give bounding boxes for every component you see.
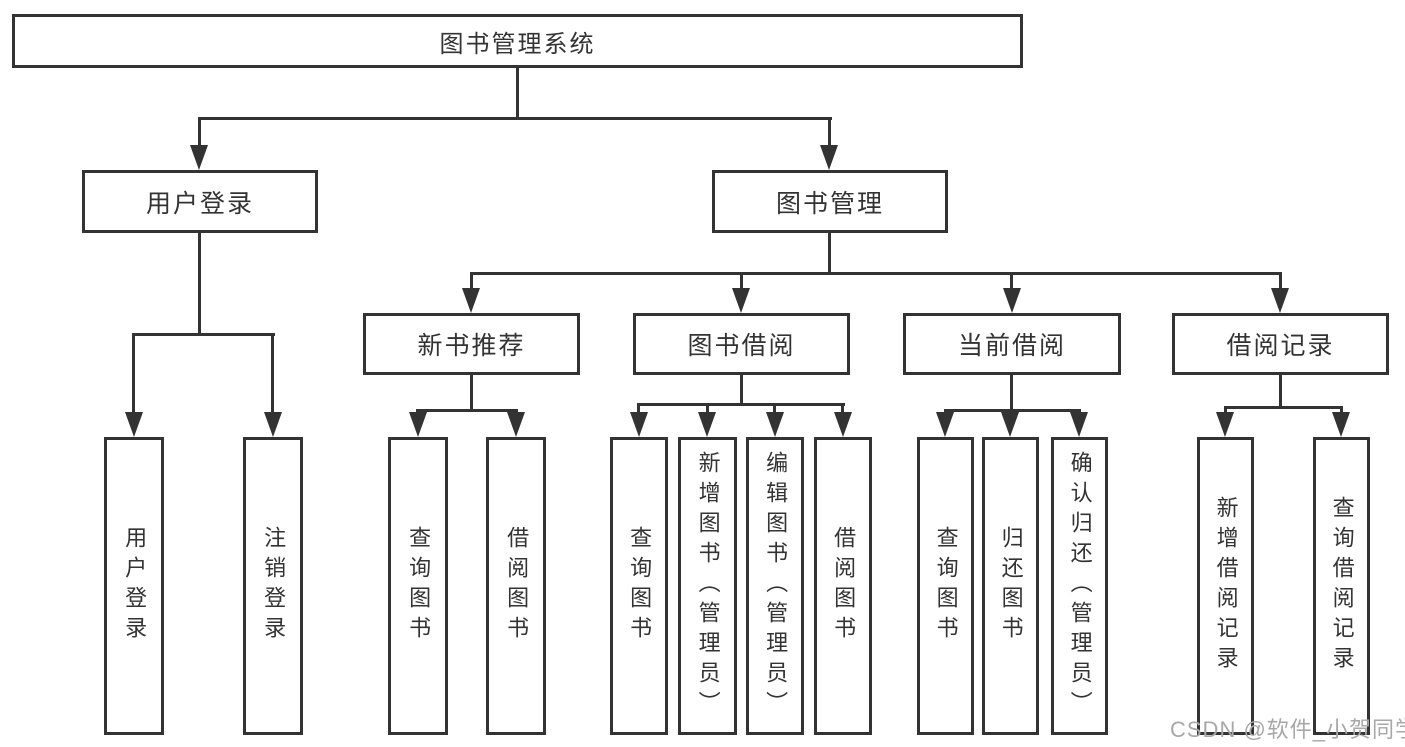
arrowhead-user-login-icon bbox=[190, 145, 208, 170]
leaf-add-books-admin-label: 新增图书（管理员） bbox=[695, 451, 721, 721]
arrowhead-query-borrowing-record-icon bbox=[1332, 412, 1350, 437]
connector-stem-book-borrowing bbox=[740, 272, 743, 290]
leaf-borrow-books-borrowing-label: 借阅图书 bbox=[831, 526, 857, 646]
connector-stem-borrowing-records bbox=[1279, 272, 1282, 290]
connector-stem-book-management bbox=[828, 117, 831, 147]
node-book-management-label: 图书管理 bbox=[775, 189, 884, 218]
node-new-book-recommendation-label: 新书推荐 bbox=[417, 332, 526, 360]
node-root-label: 图书管理系统 bbox=[439, 30, 596, 58]
node-user-login: 用户登录 bbox=[82, 170, 318, 233]
leaf-query-borrowing-record-label: 查询借阅记录 bbox=[1329, 496, 1355, 676]
connector-stem-add-borrowing-record bbox=[1224, 406, 1227, 415]
connector-stem-leaf-logout bbox=[271, 333, 274, 414]
leaf-return-books: 归还图书 bbox=[982, 437, 1039, 735]
connector-stem-leaf-user-login bbox=[132, 333, 135, 414]
leaf-borrow-books-recommend: 借阅图书 bbox=[486, 437, 546, 735]
connector-book-management-branch bbox=[470, 272, 1282, 275]
arrowhead-borrow-books-borrowing-icon bbox=[834, 412, 852, 437]
connector-stem-add-books bbox=[706, 403, 709, 414]
node-new-book-recommendation: 新书推荐 bbox=[363, 313, 580, 375]
connector-user-login-branch bbox=[132, 333, 275, 336]
node-book-borrowing: 图书借阅 bbox=[633, 313, 850, 375]
connector-root-branch bbox=[198, 117, 832, 120]
leaf-query-borrowing-record: 查询借阅记录 bbox=[1313, 437, 1370, 735]
leaf-borrow-books-borrowing: 借阅图书 bbox=[814, 437, 872, 735]
connector-stem-edit-books bbox=[773, 403, 776, 414]
node-book-borrowing-label: 图书借阅 bbox=[687, 332, 796, 360]
leaf-logout-label: 注销登录 bbox=[261, 526, 287, 646]
arrowhead-confirm-return-icon bbox=[1070, 412, 1088, 437]
connector-stem-current-borrowing bbox=[1010, 272, 1013, 290]
arrowhead-query-books-borrowing-icon bbox=[630, 412, 648, 437]
arrowhead-edit-books-icon bbox=[766, 412, 784, 437]
leaf-confirm-return-admin-label: 确认归还（管理员） bbox=[1067, 451, 1093, 721]
connector-stem-borrow-books-borrowing bbox=[841, 403, 844, 414]
leaf-add-borrowing-record: 新增借阅记录 bbox=[1197, 437, 1254, 735]
arrowhead-leaf-logout-icon bbox=[264, 412, 282, 437]
arrowhead-borrowing-records-icon bbox=[1271, 288, 1289, 313]
connector-stem-query-borrowing-record bbox=[1340, 406, 1343, 415]
leaf-query-books-borrowing: 查询图书 bbox=[610, 437, 668, 735]
node-book-management: 图书管理 bbox=[712, 170, 948, 233]
connector-stem-user-login bbox=[198, 117, 201, 147]
leaf-add-books-admin: 新增图书（管理员） bbox=[678, 437, 737, 735]
node-borrowing-records-label: 借阅记录 bbox=[1226, 332, 1335, 360]
connector-new-book-stem bbox=[470, 375, 473, 409]
leaf-user-login-label: 用户登录 bbox=[122, 526, 148, 646]
connector-current-borrowing-stem bbox=[1010, 375, 1013, 409]
connector-user-login-stem bbox=[198, 233, 201, 333]
node-current-borrowing-label: 当前借阅 bbox=[957, 332, 1066, 360]
leaf-query-books-borrowing-label: 查询图书 bbox=[627, 526, 653, 646]
connector-borrowing-records-stem bbox=[1279, 375, 1282, 406]
leaf-add-borrowing-record-label: 新增借阅记录 bbox=[1213, 496, 1239, 676]
leaf-confirm-return-admin: 确认归还（管理员） bbox=[1051, 437, 1108, 735]
leaf-query-books-current: 查询图书 bbox=[917, 437, 974, 735]
connector-book-borrowing-stem bbox=[740, 375, 743, 403]
arrowhead-query-books-recommend-icon bbox=[409, 412, 427, 437]
leaf-borrow-books-recommend-label: 借阅图书 bbox=[504, 526, 530, 646]
leaf-user-login: 用户登录 bbox=[104, 437, 164, 735]
leaf-return-books-label: 归还图书 bbox=[998, 526, 1024, 646]
connector-root-stem bbox=[516, 68, 519, 117]
node-root: 图书管理系统 bbox=[12, 14, 1023, 68]
node-current-borrowing: 当前借阅 bbox=[903, 313, 1121, 375]
arrowhead-book-borrowing-icon bbox=[732, 288, 750, 313]
leaf-query-books-recommend-label: 查询图书 bbox=[406, 526, 432, 646]
connector-book-borrowing-branch bbox=[638, 403, 845, 406]
arrowhead-current-borrowing-icon bbox=[1003, 288, 1021, 313]
arrowhead-new-book-icon bbox=[462, 288, 480, 313]
arrowhead-leaf-user-login-icon bbox=[125, 412, 143, 437]
arrowhead-book-management-icon bbox=[820, 145, 838, 170]
connector-book-management-stem bbox=[828, 233, 831, 272]
arrowhead-query-books-current-icon bbox=[936, 412, 954, 437]
connector-stem-query-books-borrowing bbox=[637, 403, 640, 414]
arrowhead-add-books-icon bbox=[698, 412, 716, 437]
leaf-edit-books-admin: 编辑图书（管理员） bbox=[746, 437, 804, 735]
leaf-query-books-recommend: 查询图书 bbox=[388, 437, 448, 735]
arrowhead-return-books-icon bbox=[1001, 412, 1019, 437]
leaf-edit-books-admin-label: 编辑图书（管理员） bbox=[763, 451, 789, 721]
connector-current-borrowing-branch bbox=[944, 409, 1081, 412]
connector-new-book-branch bbox=[417, 409, 518, 412]
csdn-watermark: CSDN @软件_小贺同学 bbox=[1170, 717, 1405, 742]
leaf-query-books-current-label: 查询图书 bbox=[933, 526, 959, 646]
arrowhead-borrow-books-recommend-icon bbox=[507, 412, 525, 437]
connector-stem-new-book bbox=[470, 272, 473, 290]
arrowhead-add-borrowing-record-icon bbox=[1216, 412, 1234, 437]
connector-borrowing-records-branch bbox=[1224, 406, 1342, 409]
node-borrowing-records: 借阅记录 bbox=[1172, 313, 1389, 375]
node-user-login-label: 用户登录 bbox=[145, 189, 254, 218]
leaf-logout: 注销登录 bbox=[243, 437, 303, 735]
